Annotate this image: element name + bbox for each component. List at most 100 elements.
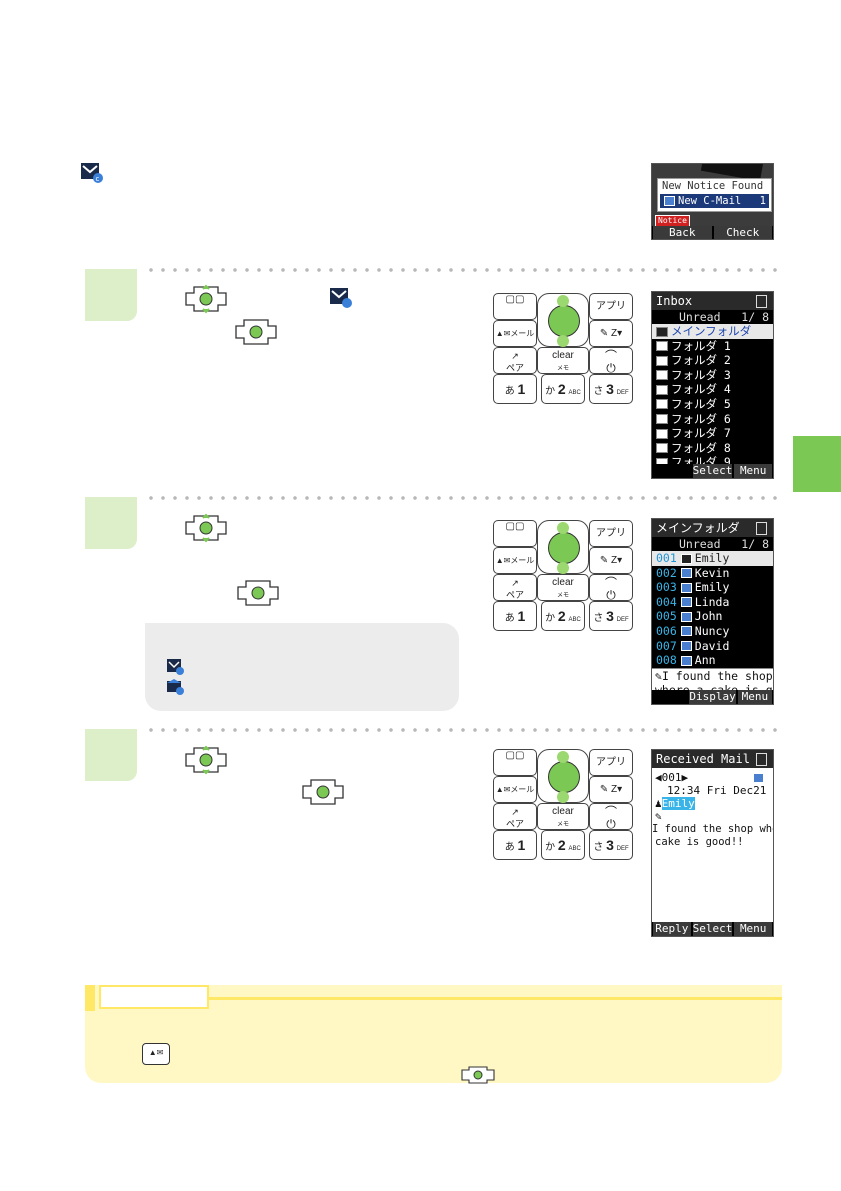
folder-icon bbox=[656, 443, 668, 454]
note-box bbox=[145, 623, 459, 711]
unread-c-mail-icon bbox=[167, 659, 185, 680]
folder-icon bbox=[656, 370, 668, 381]
divider bbox=[145, 496, 785, 500]
folder-item[interactable]: フォルダ 2 bbox=[652, 353, 773, 368]
inbox-screen: Inbox Unread 1/ 8 メインフォルダ フォルダ 1 フォルダ 2 … bbox=[651, 291, 774, 479]
battery-icon bbox=[756, 522, 767, 535]
center-key bbox=[548, 761, 580, 793]
hint-box: ▲✉ bbox=[85, 985, 782, 1084]
folder-item[interactable]: フォルダ 4 bbox=[652, 382, 773, 397]
notice-screen: New Notice Found New C-Mail 1 Notice Bac… bbox=[651, 163, 774, 240]
folder-item[interactable]: フォルダ 3 bbox=[652, 368, 773, 383]
center-key bbox=[548, 305, 580, 337]
center-key-icon bbox=[237, 580, 279, 606]
menu-softkey[interactable]: Menu bbox=[734, 464, 772, 478]
mail-icon bbox=[753, 773, 764, 783]
hint-rule bbox=[209, 997, 782, 1000]
center-key-icon bbox=[235, 319, 277, 345]
mail-icon bbox=[680, 611, 692, 622]
folder-item[interactable]: フォルダ 7 bbox=[652, 426, 773, 441]
inbox-title: Inbox bbox=[656, 294, 693, 308]
c-mail-icon bbox=[329, 287, 353, 309]
check-softkey[interactable]: Check bbox=[713, 226, 772, 239]
divider bbox=[145, 728, 785, 732]
mail-body-line: I found the shop where a bbox=[652, 823, 773, 835]
battery-icon bbox=[756, 295, 767, 308]
mail-icon bbox=[680, 568, 692, 579]
folder-item[interactable]: フォルダ 5 bbox=[652, 397, 773, 412]
folder-icon bbox=[656, 355, 668, 366]
center-key bbox=[548, 532, 580, 564]
menu-softkey[interactable]: Menu bbox=[734, 922, 772, 936]
phonebook-icon: ▢▢ bbox=[505, 750, 525, 761]
folder-icon bbox=[656, 326, 668, 337]
prev-arrow-icon[interactable]: ◀ bbox=[655, 771, 662, 784]
notice-badge: Notice bbox=[655, 215, 690, 227]
notice-title: New Notice Found bbox=[662, 180, 764, 192]
notice-item[interactable]: New C-Mail 1 bbox=[660, 194, 769, 208]
message-nav[interactable]: ◀001▶ bbox=[655, 771, 773, 784]
next-arrow-icon[interactable]: ▶ bbox=[681, 771, 689, 784]
pencil-icon: ✎ bbox=[655, 668, 662, 683]
read-c-mail-icon bbox=[167, 679, 185, 700]
select-softkey[interactable]: Select bbox=[692, 922, 733, 936]
mail-icon bbox=[680, 655, 692, 666]
step-3-marker bbox=[85, 729, 137, 781]
mail-icon bbox=[664, 196, 675, 206]
hint-label bbox=[85, 985, 95, 1011]
mail-icon bbox=[680, 597, 692, 608]
center-key-icon bbox=[461, 1066, 495, 1084]
mail-icon bbox=[680, 641, 692, 652]
c-mail-icon: c bbox=[80, 162, 104, 184]
phonebook-icon: ▢▢ bbox=[505, 294, 525, 305]
divider bbox=[145, 268, 785, 272]
mail-icon bbox=[680, 553, 692, 564]
battery-icon bbox=[756, 753, 767, 766]
mail-key-icon: ▲✉ bbox=[142, 1043, 170, 1065]
reply-softkey[interactable]: Reply bbox=[653, 922, 691, 936]
folder-icon bbox=[656, 341, 668, 352]
folder-icon bbox=[656, 384, 668, 395]
center-key-icon bbox=[302, 779, 344, 805]
mail-icon bbox=[680, 582, 692, 593]
back-softkey[interactable]: Back bbox=[653, 226, 712, 239]
mail-icon bbox=[680, 626, 692, 637]
select-key-icon bbox=[185, 513, 227, 543]
select-key-icon bbox=[185, 284, 227, 314]
select-softkey[interactable]: Select bbox=[692, 464, 733, 478]
folder-title: メインフォルダ bbox=[656, 521, 740, 535]
menu-softkey[interactable]: Menu bbox=[737, 690, 773, 704]
hint-label-box bbox=[99, 985, 209, 1009]
display-softkey[interactable]: Display bbox=[689, 690, 736, 704]
folder-item[interactable]: フォルダ 6 bbox=[652, 412, 773, 427]
chapter-tab bbox=[793, 436, 841, 492]
step-2-marker bbox=[85, 497, 137, 549]
phonebook-icon: ▢▢ bbox=[505, 521, 525, 532]
folder-item[interactable]: メインフォルダ bbox=[652, 324, 773, 339]
mail-datetime: 12:34 Fri Dec21 bbox=[667, 784, 767, 797]
folder-icon bbox=[656, 428, 668, 439]
sender-row: ♟Emily bbox=[655, 797, 695, 810]
select-key-icon bbox=[185, 745, 227, 775]
svg-text:c: c bbox=[96, 175, 100, 183]
received-title: Received Mail bbox=[656, 752, 750, 766]
folder-icon bbox=[656, 414, 668, 425]
mail-body-line: cake is good!! bbox=[655, 836, 744, 848]
person-icon: ♟ bbox=[655, 797, 662, 810]
received-mail-screen: Received Mail ◀001▶ 12:34 Fri Dec21 ♟Emi… bbox=[651, 749, 774, 937]
folder-icon bbox=[656, 399, 668, 410]
folder-item[interactable]: フォルダ 1 bbox=[652, 339, 773, 354]
folder-item[interactable]: フォルダ 8 bbox=[652, 441, 773, 456]
